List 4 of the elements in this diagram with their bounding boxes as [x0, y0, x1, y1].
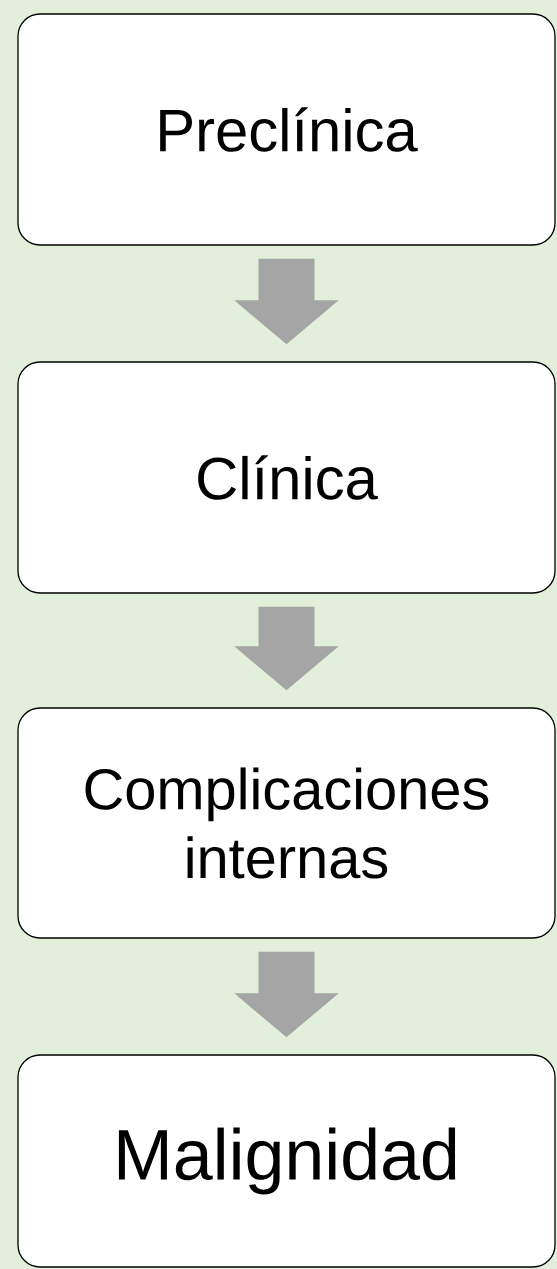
process-box: Malignidad: [17, 1054, 556, 1268]
process-box: Clínica: [17, 361, 556, 594]
process-box: Complicaciones internas: [17, 707, 556, 939]
process-box: Preclínica: [17, 13, 556, 246]
